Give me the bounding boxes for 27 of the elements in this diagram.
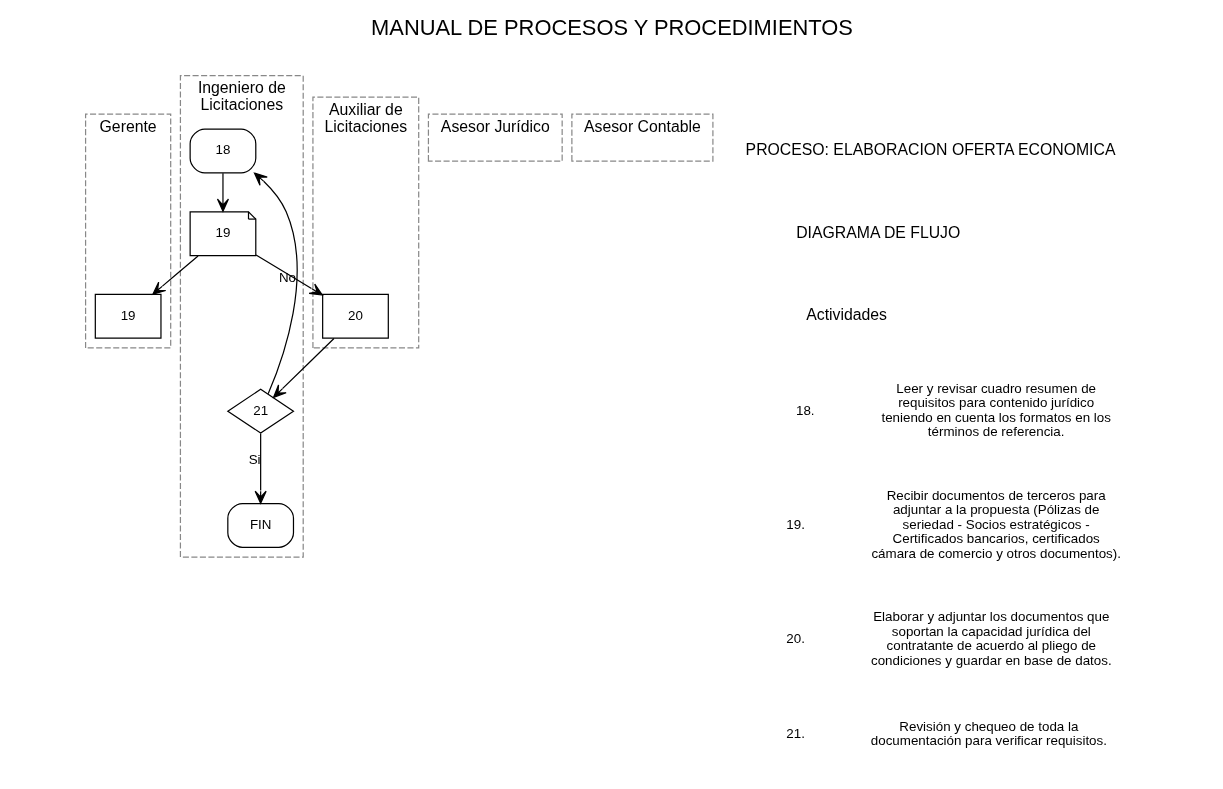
node-box: Asesor Jurídico — [427, 113, 563, 162]
node-diamond: 21 — [226, 388, 295, 434]
node-box: Asesor Contable — [570, 113, 713, 162]
arrow — [253, 172, 298, 395]
diagram-title: MANUAL DE PROCESOS Y PROCEDIMIENTOS — [370, 15, 853, 41]
arrow — [216, 172, 229, 212]
label: 20. — [785, 631, 805, 647]
arrow — [254, 432, 267, 504]
label: DIAGRAMA DE FLUJO — [795, 223, 960, 241]
arrow — [272, 337, 335, 398]
arrow — [254, 254, 323, 296]
label: Elaborar y adjuntar los documentos que soportan la capacidad jurídica del contratante de acuerdo al pliego de condiciones y guardar en base de datos. — [870, 609, 1112, 669]
label: PROCESO: ELABORACION OFERTA ECONOMICA — [745, 141, 1115, 159]
label: Recibir documentos de terceros para adjuntar a la propuesta (Pólizas de seriedad - Socios estratégicos - Certificados bancarios, certificados cámara de comercio y otros documentos). — [870, 487, 1121, 562]
label: Actividades — [805, 306, 887, 324]
node-box: FIN — [226, 502, 294, 548]
node-box: 20 — [321, 293, 389, 339]
label: 18. — [795, 402, 815, 418]
node-box: 19 — [94, 293, 162, 339]
node-box: 18 — [189, 128, 256, 174]
label: 19. — [785, 516, 805, 532]
label: Leer y revisar cuadro resumen de requisitos para contenido jurídico teniendo en cuenta los formatos en los términos de referencia. — [880, 380, 1111, 440]
label: Revisión y chequeo de toda la documentación para verificar requisitos. — [870, 718, 1107, 749]
edge-label: Si — [248, 452, 261, 468]
edge-label: No — [278, 270, 296, 286]
label: 21. — [785, 725, 805, 741]
arrow — [151, 255, 199, 295]
